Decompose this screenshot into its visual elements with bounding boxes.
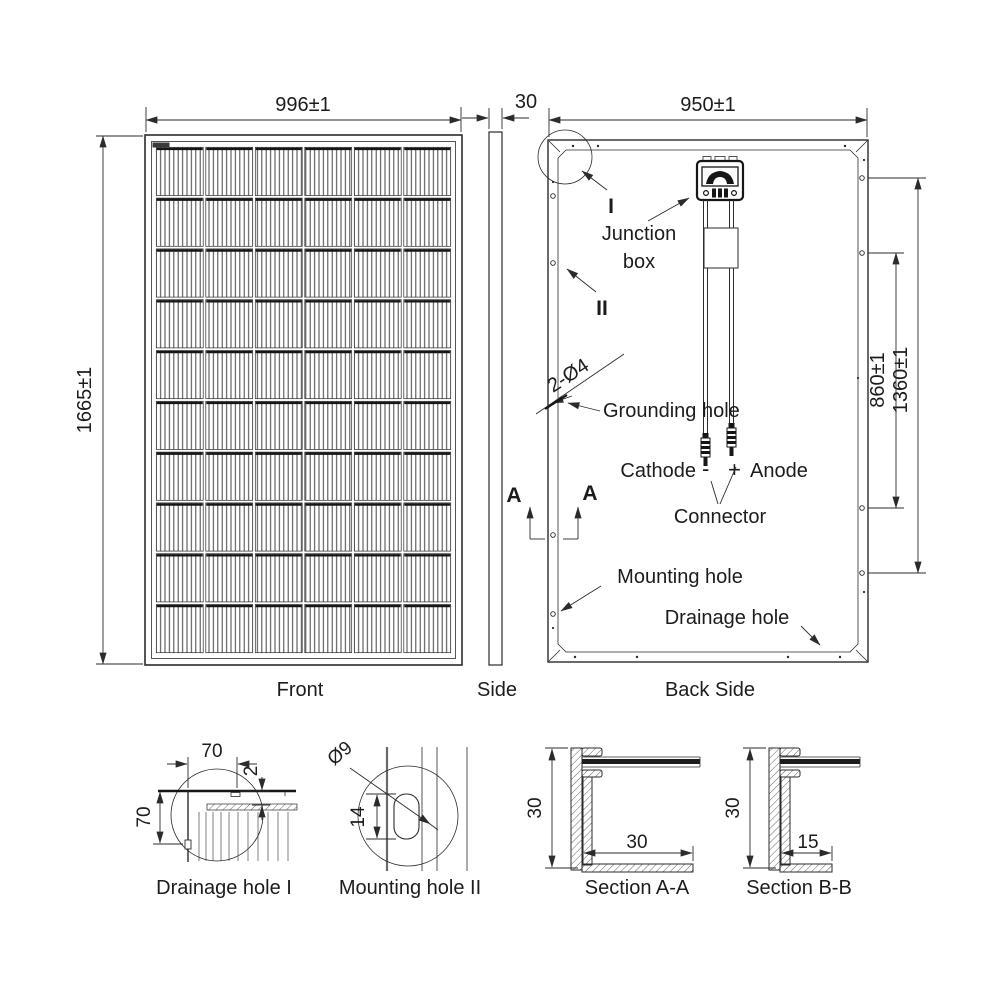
mounting-slot <box>393 793 420 840</box>
detail-mounting-hole: Ø9 14 Mounting hole II <box>324 737 481 899</box>
front-height-text: 1665±1 <box>74 367 96 434</box>
detail-circle-1 <box>537 129 593 185</box>
mounting-hole-label: Mounting hole <box>617 566 743 588</box>
bb-lower-lip <box>779 769 801 778</box>
dim-front-height: 1665±1 <box>74 135 143 665</box>
front-width-text: 996±1 <box>275 94 330 116</box>
detail-mounting-label: Mounting hole II <box>339 877 481 899</box>
drainage-slot <box>184 839 192 850</box>
bb-width-text: 15 <box>797 832 818 853</box>
dim-back-860: 860±1 <box>867 252 904 509</box>
mounting-dim-diameter-text: Ø9 <box>324 737 357 769</box>
section-bb-label: Section B-B <box>746 877 852 899</box>
section-letter-right: A <box>582 482 597 505</box>
aa-height-text: 30 <box>525 797 546 818</box>
bb-frame-wall <box>768 747 781 871</box>
aa-lower-lip <box>581 769 603 778</box>
detail-marker-2-text: II <box>596 297 608 320</box>
aa-top-lip <box>581 747 603 757</box>
section-letter-left: A <box>506 484 521 507</box>
connector-cathode <box>700 433 711 466</box>
grounding-hole-label: Grounding hole <box>603 400 740 422</box>
section-aa-label: Section A-A <box>585 877 690 899</box>
cable-label-plate <box>703 227 739 269</box>
dim-back-width: 950±1 <box>548 94 868 137</box>
front-view-label: Front <box>277 679 324 701</box>
aa-width-text: 30 <box>626 832 647 853</box>
drainage-dim-width-text: 70 <box>201 741 222 762</box>
dim-mounting-length: 14 <box>348 793 396 840</box>
back-corner-chamfers <box>548 140 868 662</box>
back-inner-frame <box>557 149 859 653</box>
side-profile-rect <box>488 131 503 666</box>
drainage-hole-callout: Drainage hole <box>665 607 821 646</box>
section-cut-marker-left: A <box>506 484 545 540</box>
dim-front-width: 996±1 <box>145 94 462 132</box>
section-aa: 30 30 Section A-A <box>525 747 701 899</box>
aa-bottom-flange <box>581 863 694 873</box>
dim-bb-height: 30 <box>723 747 776 869</box>
connector-anode <box>726 423 737 456</box>
side-view: 30 Side <box>462 91 537 701</box>
front-view: 996±1 1665±1 Front <box>74 94 463 701</box>
frame-section-lines <box>198 812 289 861</box>
front-corner-label-patch <box>152 142 170 148</box>
dim-drainage-2: 2 <box>240 766 270 820</box>
solar-cell-grid <box>155 146 452 654</box>
bb-top-lip <box>779 747 801 757</box>
minus-sign: - <box>702 456 709 481</box>
detail-drainage-hole: 70 2 70 Drainage hole I <box>134 741 298 899</box>
drainage-dim-height-text: 70 <box>134 806 155 827</box>
frame-holes <box>550 175 865 617</box>
dim-aa-width: 30 <box>583 832 694 861</box>
junction-box-label-2: box <box>623 251 655 273</box>
dim-aa-height: 30 <box>525 747 578 869</box>
dim-drainage-70-top: 70 <box>167 741 257 788</box>
back-dim-1360-text: 1360±1 <box>890 347 912 414</box>
dim-side-thickness: 30 <box>462 91 537 129</box>
mounting-dim-length-text: 14 <box>348 806 369 828</box>
junction-box-arc <box>706 171 734 184</box>
polarity-labels: Cathode - + Anode Connector <box>620 456 807 528</box>
bb-glass <box>780 759 860 764</box>
back-dim-860-text: 860±1 <box>867 352 889 407</box>
aa-glass <box>582 759 700 764</box>
back-view: I II 950±1 1360±1 860±1 <box>506 94 926 701</box>
detail-drainage-label: Drainage hole I <box>156 877 292 899</box>
aa-frame-wall <box>570 747 583 871</box>
aa-inner-leg <box>582 776 593 866</box>
detail-callout-1: I <box>537 129 614 218</box>
section-cut-marker-right: A <box>563 482 598 540</box>
dim-bb-width: 15 <box>781 832 833 861</box>
mounting-hole-callout: Mounting hole <box>560 566 743 612</box>
junction-box-callout: Junction box <box>602 197 690 273</box>
connector-label: Connector <box>674 506 767 528</box>
bb-height-text: 30 <box>723 797 744 818</box>
glass-edge-band <box>206 803 298 811</box>
dim-mounting-diameter: Ø9 <box>324 737 439 831</box>
cathode-label: Cathode <box>620 460 696 482</box>
drainage-dim-gap-text: 2 <box>241 766 262 777</box>
detail-callout-2: II <box>566 268 608 320</box>
side-thickness-text: 30 <box>515 91 537 113</box>
anode-label: Anode <box>750 460 808 482</box>
detail-marker-1-text: I <box>608 195 614 218</box>
front-inner-frame <box>151 141 456 659</box>
side-view-label: Side <box>477 679 517 701</box>
detail-mounting-circle <box>357 765 459 867</box>
junction-box <box>695 156 745 202</box>
dim-drainage-70-left: 70 <box>134 791 183 845</box>
back-width-text: 950±1 <box>680 94 735 116</box>
section-bb: 30 15 Section B-B <box>723 747 861 899</box>
junction-box-label-1: Junction <box>602 223 677 245</box>
back-view-label: Back Side <box>665 679 755 701</box>
bb-bottom-flange <box>779 863 833 873</box>
bb-inner-leg <box>780 776 791 866</box>
frame-dot-marks <box>551 144 866 659</box>
drainage-hole-label: Drainage hole <box>665 607 790 629</box>
